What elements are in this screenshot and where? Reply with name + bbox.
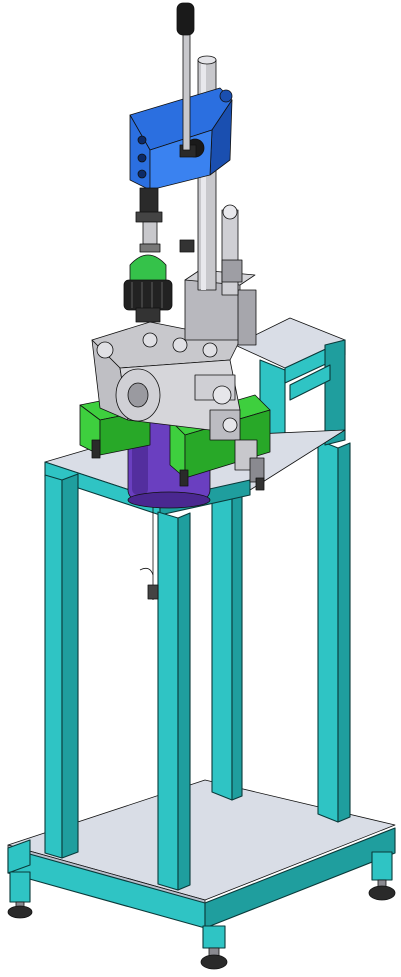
leg-rear-right	[317, 439, 339, 823]
workpiece-housing	[91, 321, 241, 441]
foot-front	[200, 925, 228, 970]
green-cap	[129, 254, 167, 283]
lever-handle[interactable]	[176, 2, 195, 151]
toggle-clamp	[179, 204, 257, 346]
lever-rod[interactable]	[182, 29, 191, 151]
rear-legs	[211, 439, 351, 823]
foot-left	[7, 871, 33, 919]
front-legs	[44, 473, 191, 891]
leg-rear-middle	[211, 469, 233, 801]
side-connector	[234, 439, 265, 491]
hanging-pipe	[139, 505, 159, 600]
press-ram	[123, 187, 173, 323]
base-frame-right-rail	[204, 827, 396, 929]
base-frame-left-rail	[7, 839, 31, 874]
leg-front-left	[44, 474, 63, 859]
green-fixture	[79, 394, 271, 487]
black-nut	[123, 279, 173, 311]
leveling-feet	[7, 851, 396, 970]
lever-grip[interactable]	[176, 2, 195, 36]
press-head	[129, 87, 233, 191]
foot-right	[368, 851, 396, 901]
leg-front-center	[157, 511, 179, 891]
